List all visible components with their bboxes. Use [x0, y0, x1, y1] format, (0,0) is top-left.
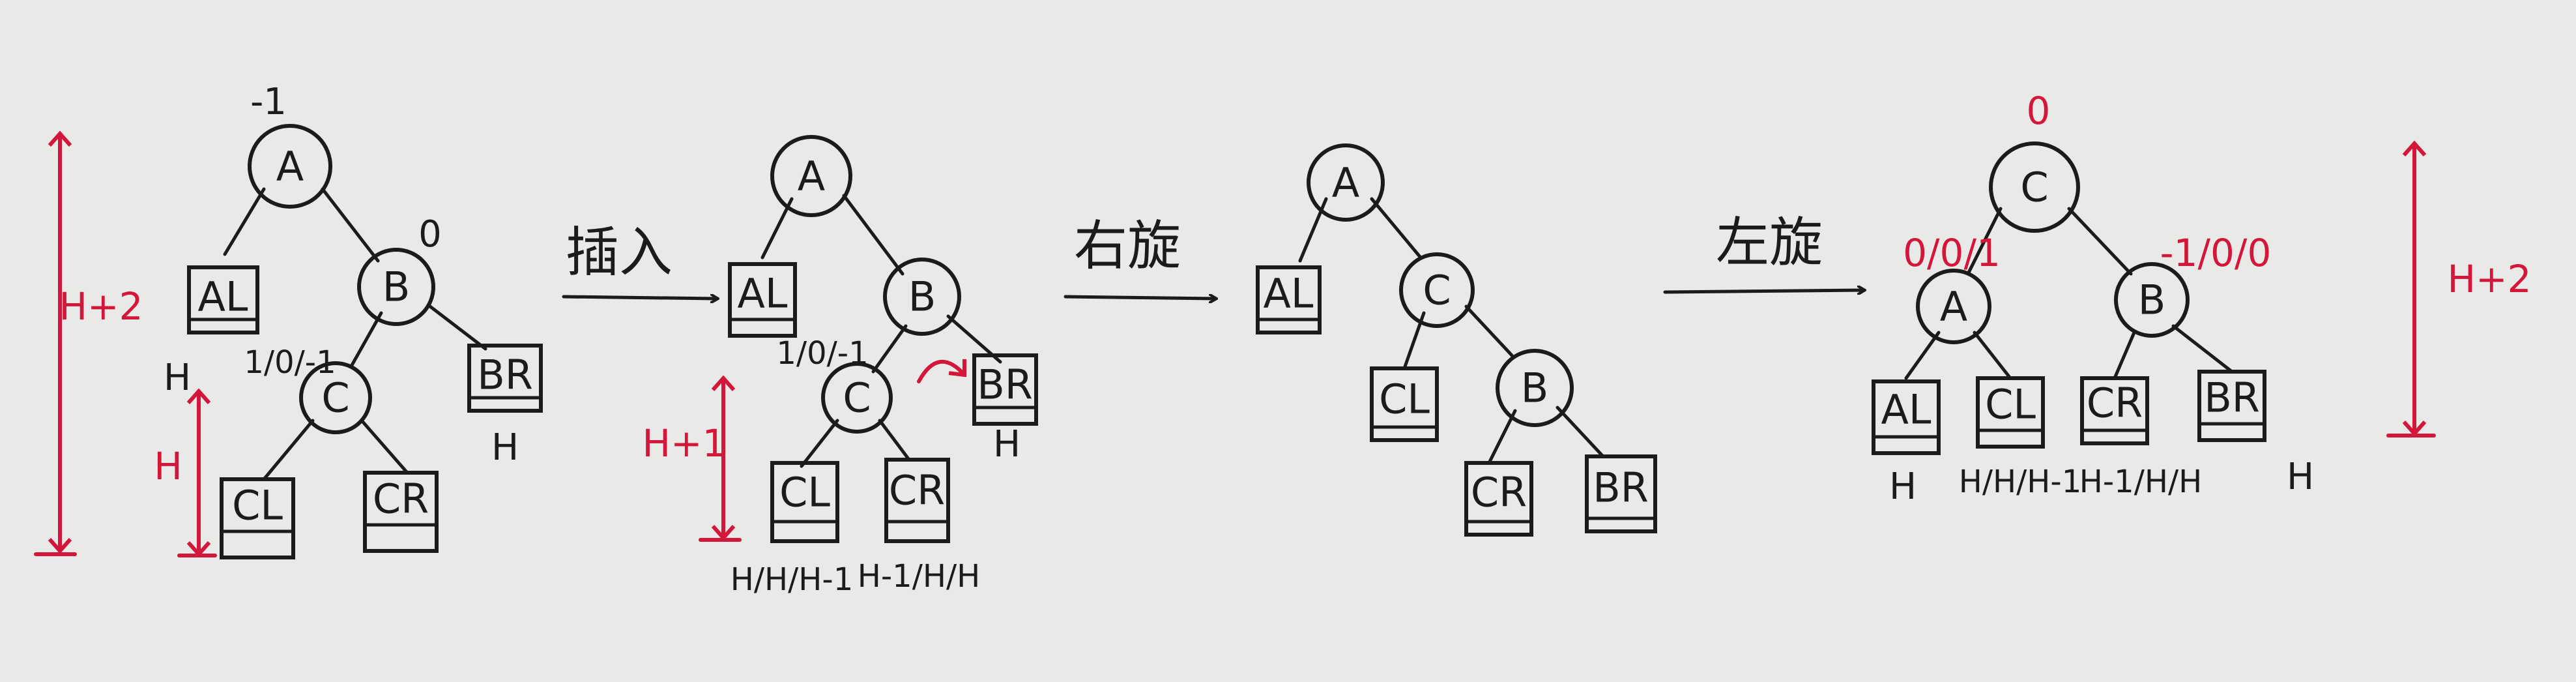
node-b: B — [883, 258, 961, 336]
node-al: AL — [1872, 379, 1941, 455]
node-cl-label: CL — [232, 482, 283, 529]
height-br: H — [2287, 456, 2314, 498]
height-total-label: H+2 — [59, 284, 143, 329]
svg-text:CL: CL — [779, 469, 830, 516]
svg-text:A: A — [798, 153, 825, 200]
edge-a-al — [223, 187, 266, 256]
height-total-label: H+2 — [2447, 257, 2531, 301]
svg-text:AL: AL — [1264, 270, 1314, 318]
node-b: B — [1496, 349, 1574, 427]
height-h-plus-1-label: H+1 — [642, 421, 726, 466]
node-a: A — [248, 124, 332, 209]
node-a: A — [1307, 143, 1385, 222]
heights-cl: H/H/H-1 — [1959, 464, 2081, 500]
svg-text:CR: CR — [889, 467, 945, 514]
svg-text:A: A — [1940, 283, 1967, 331]
height-al: H — [164, 357, 191, 399]
heights-cl: H/H/H-1 — [731, 561, 853, 598]
node-b-label: B — [383, 263, 411, 311]
svg-text:CL: CL — [1379, 376, 1430, 423]
node-cr: CR — [363, 471, 439, 553]
heights-cr: H-1/H/H — [858, 558, 980, 595]
svg-text:CL: CL — [1985, 381, 2036, 428]
node-br: BR — [1585, 454, 1657, 533]
tree-balanced: C A B AL CL CR BR 0 — [1872, 89, 2532, 508]
node-br: BR — [972, 353, 1038, 426]
node-al: AL — [1256, 265, 1322, 334]
edge-b-br — [428, 304, 487, 351]
tree-initial: A AL B BR C CL CR -1 — [34, 81, 543, 559]
rotation-hint-arrow — [917, 359, 967, 383]
svg-text:C: C — [843, 374, 871, 422]
edge-b-c — [350, 311, 383, 367]
balance-b: 0 — [418, 213, 442, 256]
heights-cr: H-1/H/H — [2079, 464, 2202, 500]
svg-text:BR: BR — [2204, 374, 2260, 422]
svg-text:BR: BR — [977, 361, 1033, 409]
tree-after-insert: A AL B BR C CL CR 1/0/-1 — [642, 135, 1038, 598]
node-c: C — [299, 361, 372, 434]
edge-c-cl — [262, 419, 315, 481]
svg-text:B: B — [908, 273, 936, 321]
height-al: H — [1889, 466, 1917, 508]
node-cl: CL — [220, 477, 295, 559]
step-rotate-right: 右旋 — [1064, 215, 1215, 299]
balance-b-final: -1/0/0 — [2160, 231, 2272, 275]
svg-text:CR: CR — [2087, 379, 2143, 427]
node-al-label: AL — [198, 273, 248, 321]
balance-c-options: 1/0/-1 — [244, 344, 336, 381]
svg-text:B: B — [2138, 276, 2166, 324]
svg-text:AL: AL — [1881, 386, 1932, 434]
node-cl: CL — [1976, 376, 2045, 449]
node-b: B — [357, 248, 435, 326]
node-cr: CR — [1464, 461, 1533, 537]
node-cr: CR — [2080, 376, 2149, 445]
balance-a: -1 — [250, 81, 287, 123]
node-cr: CR — [884, 458, 950, 543]
node-c: C — [1399, 252, 1475, 328]
edge-c-cr — [360, 419, 409, 475]
balance-c-final: 0 — [2027, 89, 2051, 133]
node-br: BR — [2197, 370, 2266, 442]
node-al: AL — [187, 265, 259, 334]
node-cl: CL — [1370, 366, 1439, 442]
tree-after-right-rotation: A AL C CL B CR BR — [1256, 143, 1657, 537]
node-c: C — [1989, 141, 2080, 233]
balance-a-final: 0/0/1 — [1903, 231, 2001, 275]
node-al: AL — [728, 262, 797, 338]
step-insert: 插入 — [562, 222, 717, 299]
node-a-label: A — [276, 143, 304, 190]
svg-text:C: C — [1423, 267, 1451, 314]
node-a: A — [1916, 269, 1991, 344]
node-c: C — [821, 362, 893, 434]
height-br: H — [491, 426, 519, 469]
svg-text:CR: CR — [1471, 469, 1527, 516]
step-insert-label: 插入 — [566, 222, 673, 284]
step-rotate-left-label: 左旋 — [1716, 212, 1823, 274]
height-subtree-label: H — [154, 444, 182, 488]
node-br: BR — [467, 344, 543, 413]
svg-text:A: A — [1332, 159, 1359, 207]
node-a: A — [770, 135, 852, 217]
step-rotate-right-label: 右旋 — [1074, 215, 1181, 277]
svg-text:B: B — [1521, 364, 1549, 412]
node-cr-label: CR — [373, 475, 429, 523]
node-br-label: BR — [477, 351, 533, 399]
svg-text:AL: AL — [738, 270, 788, 318]
step-rotate-left: 左旋 — [1663, 212, 1864, 292]
edge-a-b — [321, 187, 380, 263]
balance-c-options: 1/0/-1 — [776, 335, 868, 372]
height-br: H — [993, 423, 1020, 466]
svg-text:BR: BR — [1593, 464, 1649, 512]
node-cl: CL — [770, 461, 839, 543]
node-b: B — [2114, 262, 2190, 338]
node-c-label: C — [321, 374, 349, 422]
svg-text:C: C — [2020, 164, 2048, 211]
